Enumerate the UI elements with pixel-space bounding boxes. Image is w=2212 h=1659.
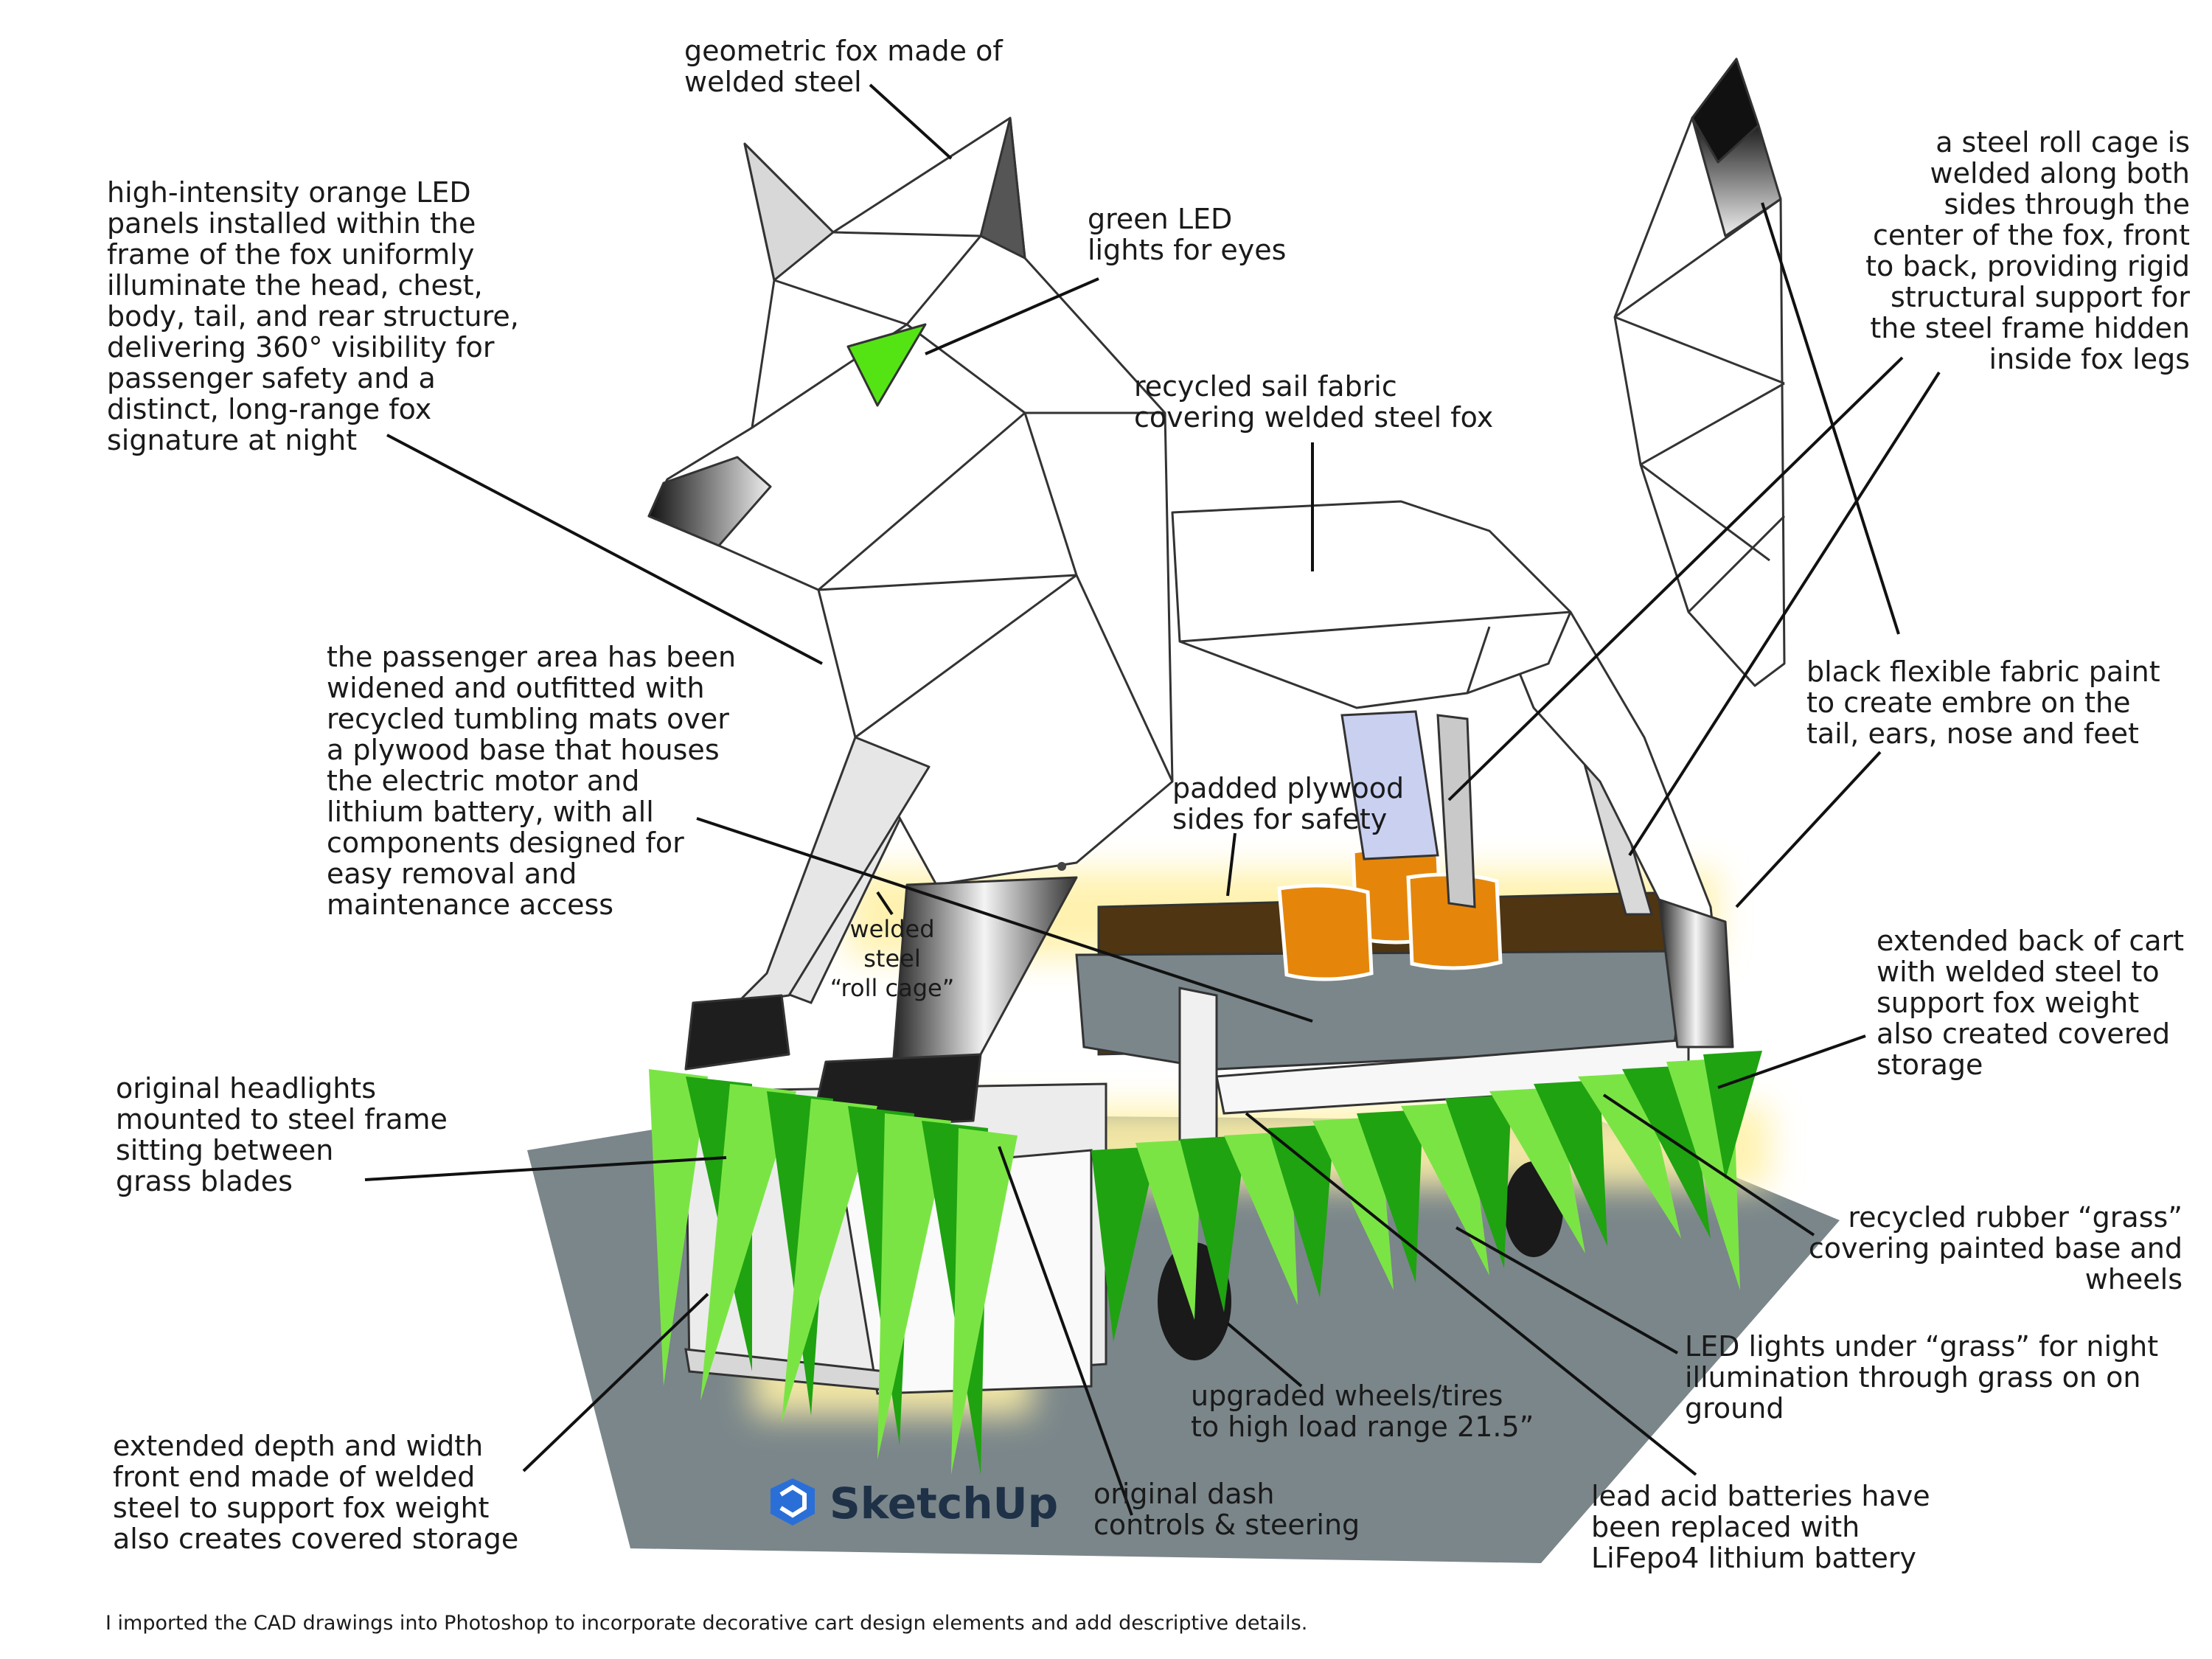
leader-dash xyxy=(998,1146,1133,1516)
leader-wheels xyxy=(1226,1322,1303,1388)
fox-body xyxy=(647,58,1786,1130)
leader-led-under-grass xyxy=(1455,1226,1678,1354)
leader-rubber-grass xyxy=(1602,1093,1815,1237)
leader-orange-led xyxy=(386,434,823,665)
leader-roll-cage-1 xyxy=(1447,356,1904,801)
label-extended-back: extended back of cart with welded steel … xyxy=(1877,925,2185,1081)
leader-extended-back xyxy=(1717,1034,1866,1089)
leader-headlights xyxy=(364,1156,727,1181)
label-rubber-grass: recycled rubber “grass” covering painted… xyxy=(1808,1201,2183,1295)
label-batteries: lead acid batteries have been replaced w… xyxy=(1591,1480,1930,1574)
leader-lines xyxy=(364,83,1941,1516)
label-wheels: upgraded wheels/tires to high load range… xyxy=(1191,1380,1534,1443)
footer-caption: I imported the CAD drawings into Photosh… xyxy=(105,1612,1308,1635)
sketchup-logo: SketchUp xyxy=(771,1478,1058,1528)
leader-extended-front xyxy=(522,1293,709,1472)
label-extended-front: extended depth and width front end made … xyxy=(113,1430,519,1555)
leader-geometric-fox xyxy=(869,83,953,160)
leader-padded-sides xyxy=(1226,832,1237,897)
tumbling-mats xyxy=(1277,846,1503,981)
label-padded-sides: padded plywood sides for safety xyxy=(1172,772,1405,835)
leader-batteries xyxy=(1245,1112,1697,1476)
label-geometric-fox: geometric fox made of welded steel xyxy=(684,35,1003,98)
sketchup-logo-icon xyxy=(771,1478,815,1526)
leader-welded-roll-cage xyxy=(876,891,894,916)
sketchup-logo-text: SketchUp xyxy=(830,1478,1058,1528)
label-passenger-area: the passenger area has been widened and … xyxy=(327,641,737,921)
label-roll-cage-side: a steel roll cage is welded along both s… xyxy=(1865,126,2190,375)
label-dash-controls: original dash controls & steering xyxy=(1093,1478,1360,1541)
leader-black-paint-2 xyxy=(1735,751,1882,908)
label-black-paint: black flexible fabric paint to create em… xyxy=(1806,655,2160,750)
leader-passenger xyxy=(696,817,1313,1023)
leader-black-paint-1 xyxy=(1761,202,1900,635)
rubber-grass xyxy=(649,1051,1762,1475)
label-orange-led: high-intensity orange LED panels install… xyxy=(107,176,519,456)
leader-roll-cage-2 xyxy=(1628,371,1941,857)
passenger-area xyxy=(1075,891,1690,1196)
label-headlights: original headlights mounted to steel fra… xyxy=(116,1072,448,1197)
leader-green-led xyxy=(925,277,1099,355)
label-led-under-grass: LED lights under “grass” for night illum… xyxy=(1685,1330,2159,1425)
label-welded-roll-cage: welded steel “roll cage” xyxy=(830,915,955,1002)
label-sail-fabric: recycled sail fabric covering welded ste… xyxy=(1134,370,1494,434)
label-green-led: green LED lights for eyes xyxy=(1088,203,1287,266)
